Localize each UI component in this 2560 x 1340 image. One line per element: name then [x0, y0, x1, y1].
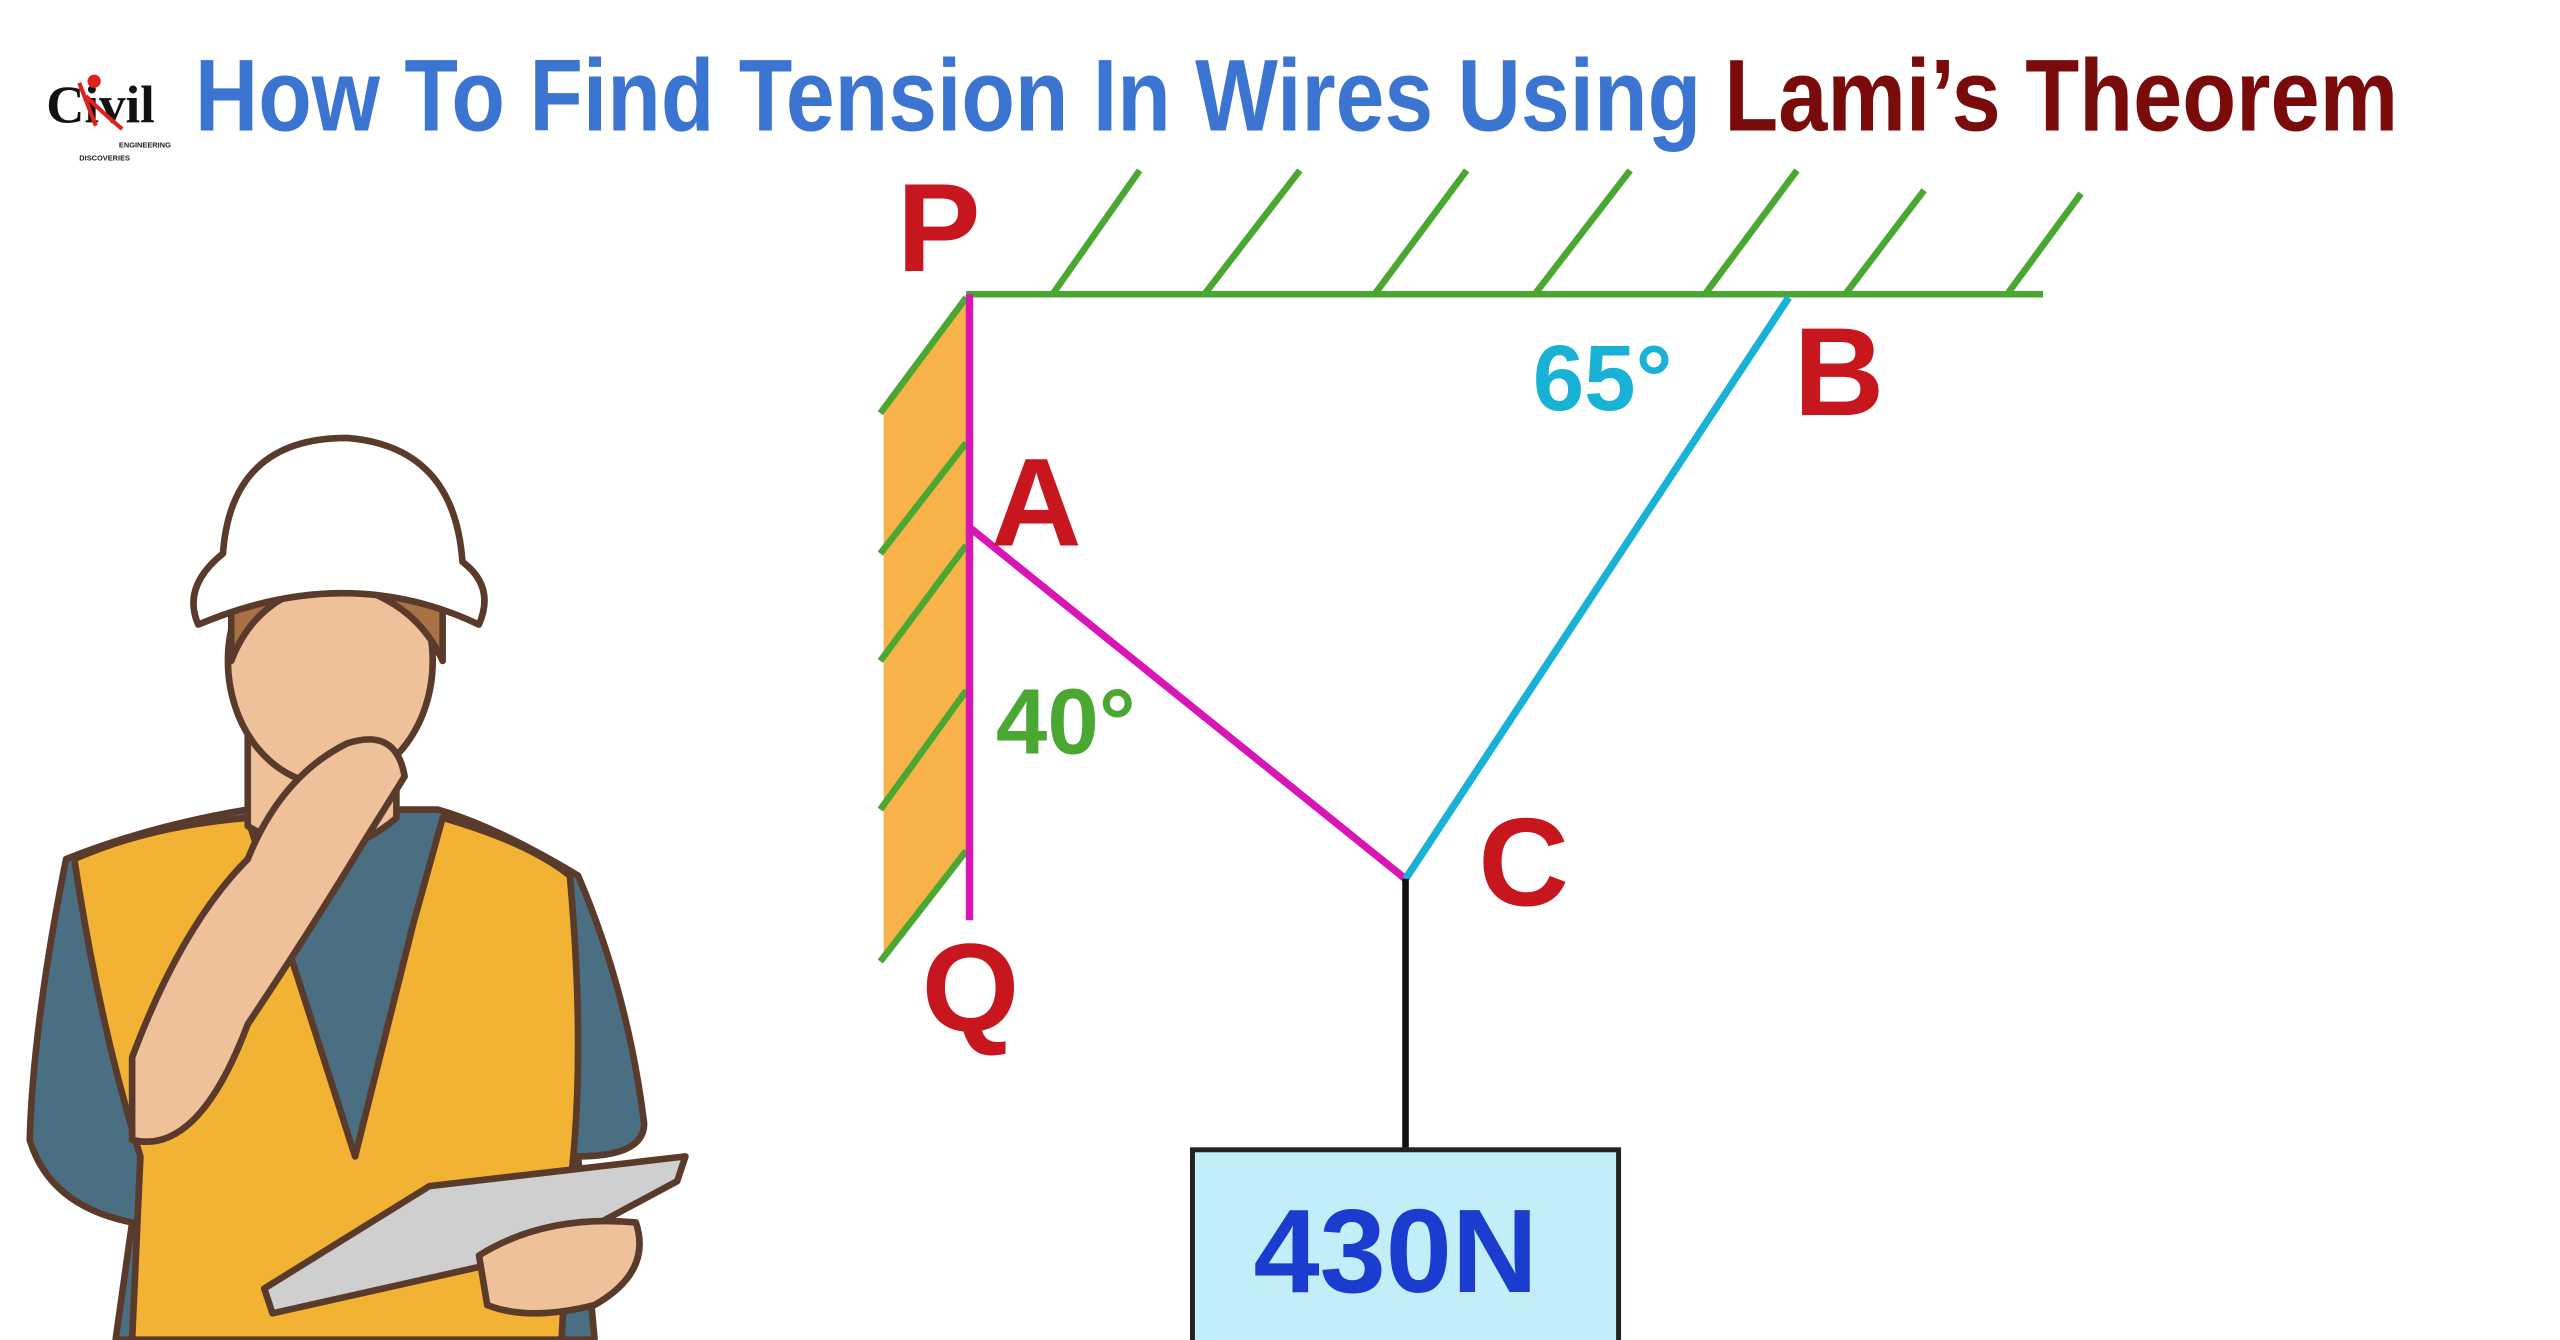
- wall-hatching: [877, 295, 969, 964]
- angle-65: 65°: [1533, 326, 1673, 430]
- label-q: Q: [922, 917, 1020, 1058]
- title-part1: How To Find Tension In Wires Using: [195, 38, 1701, 153]
- civil-logo: Civil ENGINEERING DISCOVERIES: [46, 74, 171, 162]
- wire-ac: [968, 525, 1408, 882]
- logo-sub-engineering: ENGINEERING: [119, 140, 171, 149]
- hand-on-chin: [128, 736, 408, 1145]
- globe-icon: [87, 74, 101, 88]
- logo-sub-discoveries: DISCOVERIES: [79, 153, 130, 162]
- hard-hat: [190, 434, 488, 628]
- label-b: B: [1794, 301, 1885, 442]
- logo-text: Civil: [46, 76, 155, 134]
- wall-support: [883, 297, 967, 962]
- load-box: [1189, 1147, 1622, 1340]
- load-value: 430N: [1253, 1185, 1537, 1318]
- wire-bc: [1402, 295, 1792, 881]
- ceiling-support: [966, 168, 2084, 298]
- engineer-illustration: [26, 434, 689, 1340]
- label-p: P: [897, 157, 981, 298]
- label-c: C: [1478, 791, 1569, 932]
- hand-holding-tablet: [475, 1217, 643, 1317]
- bridge-icon: [77, 82, 124, 131]
- label-a: A: [991, 431, 1082, 572]
- title-part2: Lami’s Theorem: [1724, 38, 2398, 153]
- angle-40: 40°: [996, 669, 1136, 773]
- tablet: [260, 1153, 689, 1317]
